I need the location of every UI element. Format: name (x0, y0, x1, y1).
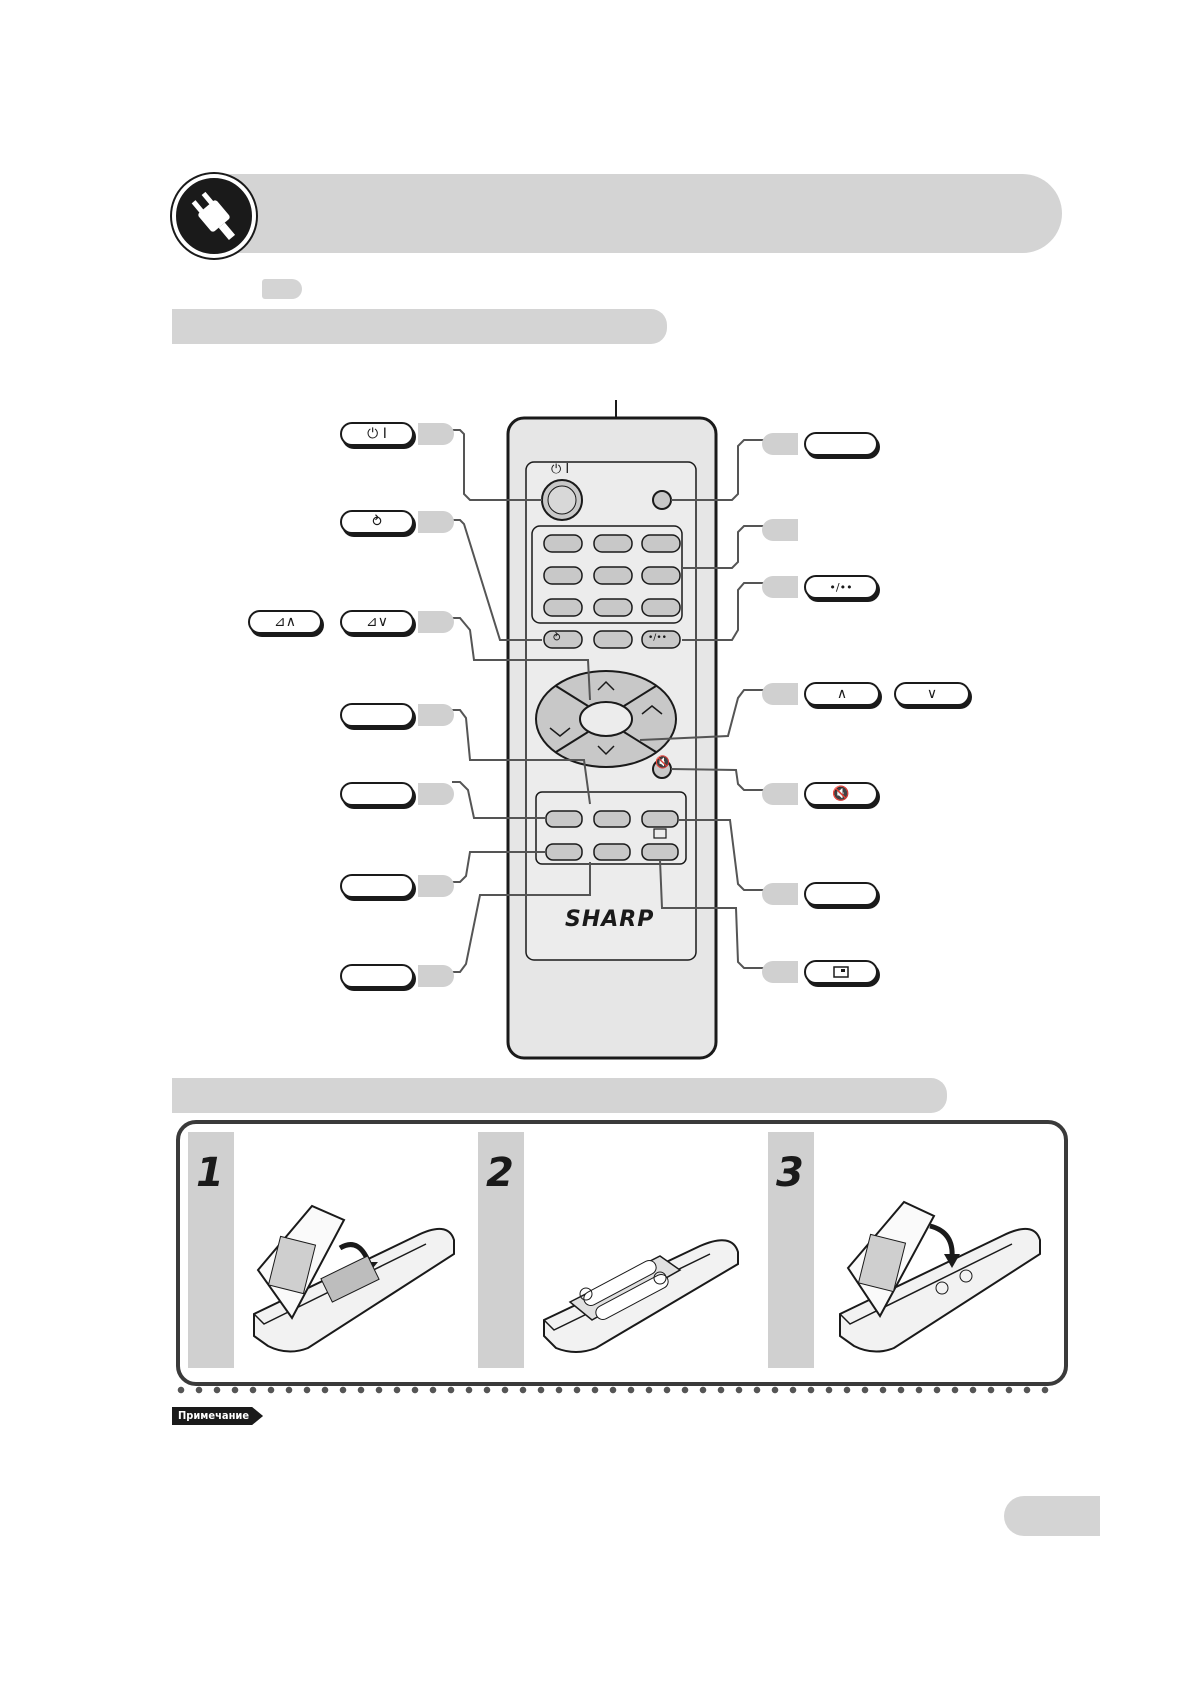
legend-tag (762, 576, 798, 598)
legend-vol-down-button: ⊿∨ (340, 610, 414, 634)
legend-tag (418, 511, 454, 533)
screen-icon (833, 966, 849, 978)
legend-tag (418, 423, 454, 445)
legend-vol-up-button: ⊿∧ (248, 610, 322, 634)
legend-blank-button-6 (804, 882, 878, 906)
legend-ch-up-button: ∧ (804, 682, 880, 706)
step-strip-1 (188, 1132, 234, 1368)
step-number-3: 3 (776, 1150, 804, 1196)
step-number-1: 1 (196, 1150, 224, 1196)
legend-tag (418, 875, 454, 897)
legend-blank-button-4 (340, 964, 414, 988)
legend-tag (762, 519, 798, 541)
legend-display-button: •/•• (804, 575, 878, 599)
legend-tag (418, 965, 454, 987)
plug-icon-badge (172, 174, 256, 258)
legend-blank-button-1 (340, 703, 414, 727)
legend-ch-down-button: ∨ (894, 682, 970, 706)
legend-tag (762, 961, 798, 983)
step-strip-3 (768, 1132, 814, 1368)
legend-blank-button-5 (804, 432, 878, 456)
legend-tag (762, 683, 798, 705)
remote-power-symbol: ⏻ I (551, 462, 570, 477)
step-strip-2 (478, 1132, 524, 1368)
legend-tag (418, 704, 454, 726)
legend-picture-button (804, 960, 878, 984)
legend-tag (762, 433, 798, 455)
step-number-2: 2 (486, 1150, 514, 1196)
plug-icon (191, 191, 236, 241)
legend-blank-button-2 (340, 782, 414, 806)
remote-brand-logo: SHARP (565, 907, 655, 932)
battery-steps-frame (176, 1120, 1068, 1386)
legend-mute-button: 🔇 (804, 782, 878, 806)
legend-tag (762, 883, 798, 905)
page-number-tab (1004, 1496, 1100, 1536)
remote-mute-symbol: 🔇 (655, 755, 670, 769)
dotted-divider (172, 1386, 1058, 1394)
note-label: Примечание (172, 1407, 264, 1425)
open-cover-illustration (253, 1204, 455, 1353)
remote-flashback-symbol: ⥁ (553, 631, 561, 644)
legend-tag (762, 783, 798, 805)
remote-display-symbol: •/•• (648, 633, 667, 643)
remote-diagram (452, 400, 764, 1060)
insert-batteries-illustration (543, 1239, 739, 1353)
legend-flashback-button: ⥁ (340, 510, 414, 534)
sub-tab (262, 279, 302, 299)
legend-blank-button-3 (340, 874, 414, 898)
close-cover-illustration (839, 1200, 1041, 1353)
legend-tag (418, 783, 454, 805)
legend-power-button: ⏻ I (340, 422, 414, 446)
legend-tag (418, 611, 454, 633)
mute-icon: 🔇 (832, 786, 850, 802)
section-bar-batteries (172, 1078, 947, 1113)
chapter-banner (172, 174, 1062, 253)
section-bar-remote (172, 309, 667, 344)
